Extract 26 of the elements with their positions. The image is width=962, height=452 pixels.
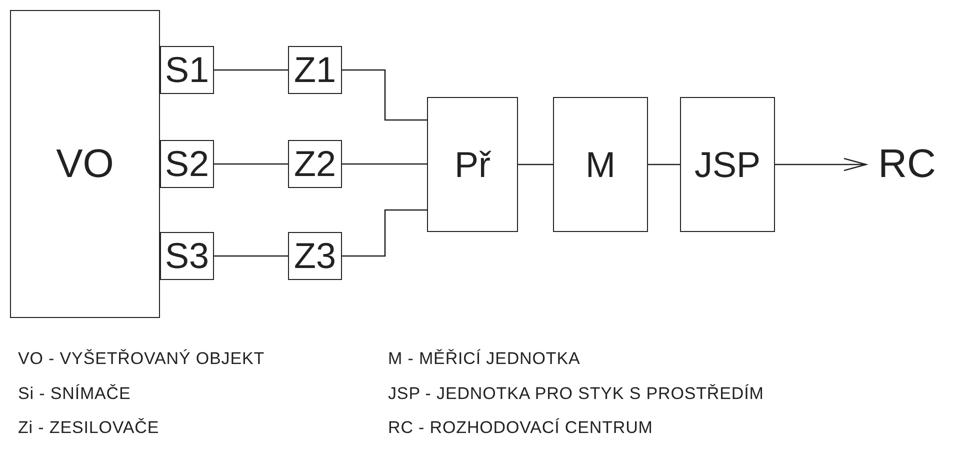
block-box: Z2: [288, 140, 342, 188]
block-box: S3: [160, 232, 214, 280]
legend-text: Zi - ZESILOVAČE: [18, 417, 160, 439]
connector-line: [648, 164, 680, 166]
legend-text: M - MĚŘICÍ JEDNOTKA: [388, 348, 582, 370]
legend-text: Si - SNÍMAČE: [18, 382, 132, 404]
connector-line: [214, 163, 288, 165]
block-box: Z1: [288, 46, 342, 94]
connector-line: [214, 69, 288, 71]
block-box: VO: [10, 10, 160, 318]
connector-line: [342, 163, 427, 165]
terminal-label: RC: [872, 142, 942, 186]
block-box: Z3: [288, 232, 342, 280]
legend-text: VO - VYŠETŘOVANÝ OBJEKT: [18, 348, 266, 370]
block-box: JSP: [680, 97, 775, 232]
legend-text: RC - ROZHODOVACÍ CENTRUM: [388, 417, 654, 439]
connector-line: [214, 255, 288, 257]
arrow: [775, 158, 867, 172]
connector-line: [518, 164, 553, 166]
legend-text: JSP - JEDNOTKA PRO STYK S PROSTŘEDÍM: [388, 382, 764, 404]
connector-line: [342, 209, 427, 257]
block-box: M: [553, 97, 648, 232]
block-box: Př: [427, 97, 518, 232]
block-box: S1: [160, 46, 214, 94]
block-box: S2: [160, 140, 214, 188]
connector-line: [342, 69, 427, 121]
